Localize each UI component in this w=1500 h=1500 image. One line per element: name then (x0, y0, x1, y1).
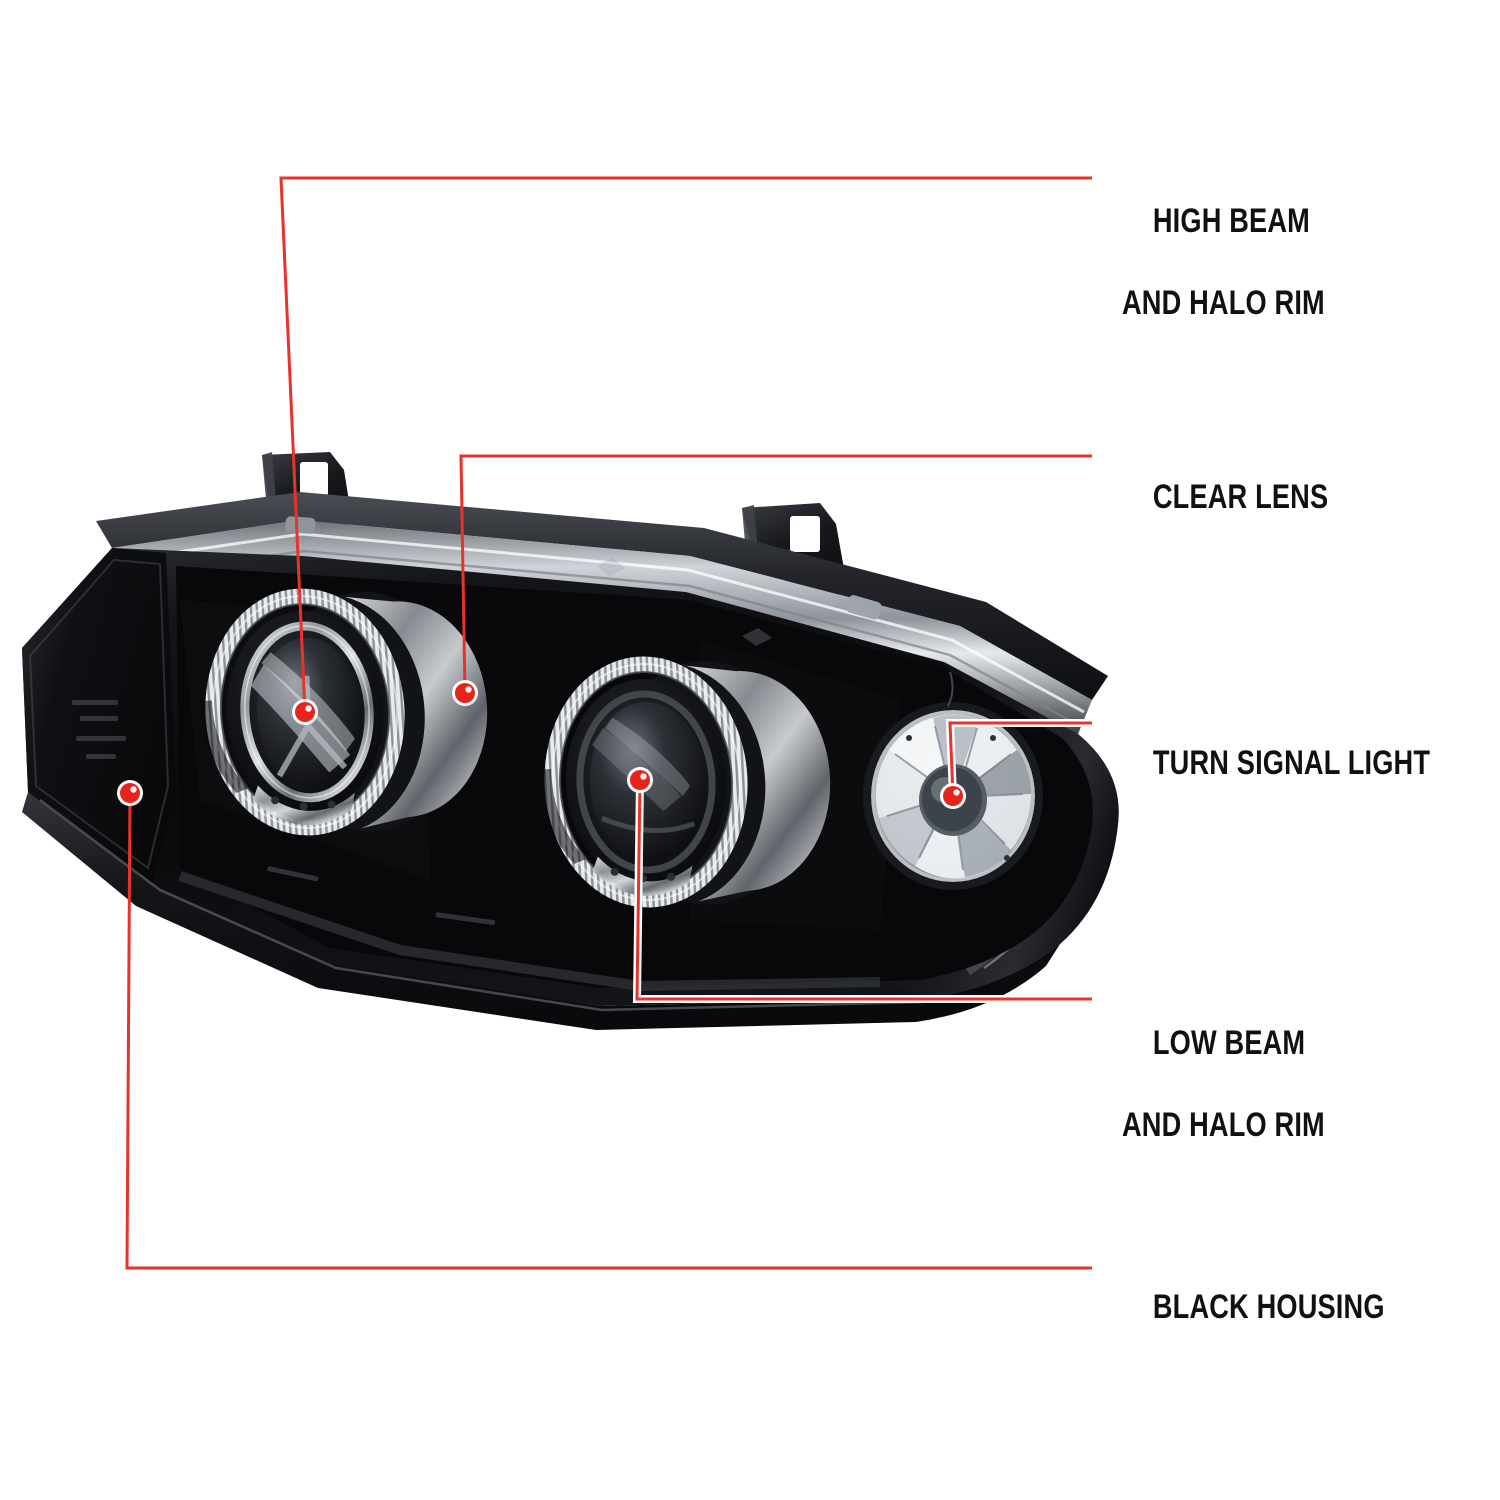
turn-signal-light (863, 702, 1043, 890)
callout-text-line2: AND HALO RIM (1122, 284, 1325, 322)
callout-label-low-beam: LOW BEAM AND HALO RIM (1122, 982, 1325, 1228)
callout-label-clear-lens: CLEAR LENS (1122, 436, 1328, 559)
callout-label-high-beam: HIGH BEAM AND HALO RIM (1122, 160, 1325, 406)
callout-label-turn-signal-light: TURN SIGNAL LIGHT (1122, 702, 1430, 825)
callout-text-line1: CLEAR LENS (1152, 478, 1329, 516)
callout-text-line1: LOW BEAM (1152, 1024, 1306, 1062)
callout-label-black-housing: BLACK HOUSING (1122, 1246, 1385, 1369)
callout-text-line1: BLACK HOUSING (1152, 1288, 1385, 1326)
retaining-clip-left (285, 516, 316, 534)
callout-text-line2: AND HALO RIM (1122, 1106, 1325, 1144)
callout-text-line1: TURN SIGNAL LIGHT (1152, 744, 1431, 782)
callout-text-line1: HIGH BEAM (1152, 202, 1310, 240)
